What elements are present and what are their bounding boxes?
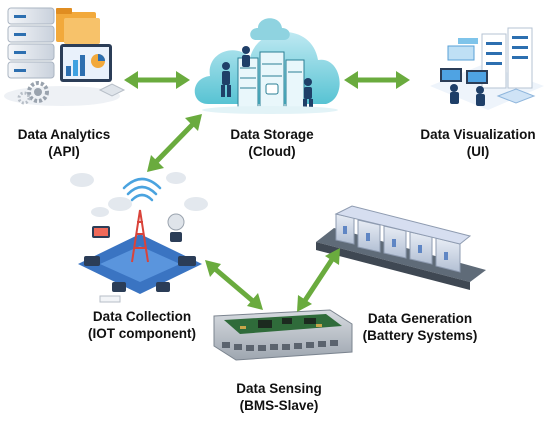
node-label-analytics: Data Analytics (API) xyxy=(2,126,126,160)
node-label-collection: Data Collection (IOT component) xyxy=(72,308,212,342)
sensing-title: Data Sensing xyxy=(236,381,322,396)
cloud-datacenter-people-icon xyxy=(194,18,340,114)
visualization-subtitle: (UI) xyxy=(466,144,490,159)
arrows xyxy=(124,71,410,312)
arrow-storage-collection xyxy=(147,114,202,172)
analytics-subtitle: (API) xyxy=(48,144,80,159)
generation-title: Data Generation xyxy=(367,311,473,326)
collection-title: Data Collection xyxy=(92,309,192,324)
node-label-visualization: Data Visualization (UI) xyxy=(408,126,548,160)
battery-rack-icon xyxy=(316,205,486,290)
arrow-storage-visualization xyxy=(344,71,410,89)
sensing-subtitle: (BMS-Slave) xyxy=(239,398,319,413)
node-label-sensing: Data Sensing (BMS-Slave) xyxy=(214,380,344,414)
arrow-analytics-storage xyxy=(124,71,190,89)
node-label-storage: Data Storage (Cloud) xyxy=(210,126,334,160)
storage-subtitle: (Cloud) xyxy=(248,144,296,159)
server-stack-dashboard-icon xyxy=(4,7,126,106)
analytics-title: Data Analytics xyxy=(17,127,111,142)
workstation-servers-icon xyxy=(430,27,544,110)
bms-circuit-board-icon xyxy=(213,309,353,361)
collection-subtitle: (IOT component) xyxy=(88,326,196,341)
generation-subtitle: (Battery Systems) xyxy=(362,328,478,343)
visualization-title: Data Visualization xyxy=(420,127,536,142)
iot-tower-network-icon xyxy=(70,172,208,303)
arrow-collection-sensing xyxy=(205,260,263,310)
arrow-generation-sensing xyxy=(297,248,340,312)
node-label-generation: Data Generation (Battery Systems) xyxy=(350,310,490,344)
storage-title: Data Storage xyxy=(230,127,314,142)
